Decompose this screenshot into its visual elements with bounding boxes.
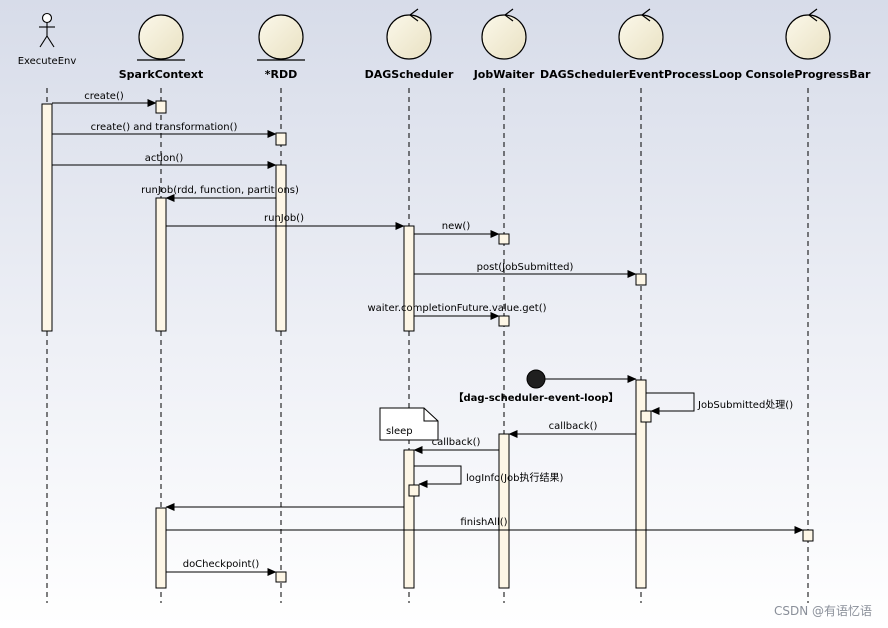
message-label-finishall: finishAll() — [460, 517, 507, 528]
message-label-waiter-get: waiter.completionFuture.value.get() — [367, 303, 546, 314]
activation-bar — [498, 233, 510, 245]
message-label-loginfo: logInfo(Job执行结果) — [466, 471, 563, 484]
message-label-create: create() — [84, 91, 124, 102]
message-label-post: post(JobSubmitted) — [477, 262, 574, 273]
activation-bar — [498, 433, 510, 589]
message-label-action: action() — [145, 153, 184, 164]
control-icon — [785, 8, 831, 60]
activation-bar — [41, 103, 53, 332]
self-message-arrow — [414, 465, 462, 488]
activation-bar — [802, 529, 814, 542]
activation-bar — [640, 410, 652, 423]
activation-bar — [408, 484, 420, 497]
activations — [41, 100, 814, 589]
message-label-runjob-rdd: runJob(rdd, function, partitions) — [141, 185, 299, 196]
actor-icon — [39, 12, 55, 48]
participant-spark-context: SparkContext — [119, 14, 204, 81]
activation-bar — [498, 315, 510, 327]
activation-bar — [275, 132, 287, 146]
control-icon — [481, 8, 527, 60]
activation-bar — [403, 225, 415, 332]
message-label-callback-jw: callback() — [432, 437, 481, 448]
message-label-create-transformation: create() and transformation() — [91, 122, 238, 133]
participant-event-process-loop: DAGSchedulerEventProcessLoop — [540, 8, 742, 81]
activation-bar — [635, 273, 647, 286]
participant-label: JobWaiter — [473, 68, 535, 81]
messages — [52, 99, 804, 576]
message-label-thread: 【dag-scheduler-event-loop】 — [453, 391, 618, 404]
note-sleep: sleep — [379, 407, 439, 441]
participant-console-progress-bar: ConsoleProgressBar — [746, 8, 872, 81]
participant-execute-env: ExecuteEnv — [18, 12, 77, 67]
message-label-docheckpoint: doCheckpoint() — [183, 559, 260, 570]
activation-bar — [275, 571, 287, 583]
participant-label: SparkContext — [119, 68, 204, 81]
participant-job-waiter: JobWaiter — [473, 8, 535, 81]
participant-label: ExecuteEnv — [18, 56, 77, 67]
participant-label: DAGScheduler — [365, 68, 454, 81]
activation-bar — [155, 197, 167, 332]
control-icon — [386, 8, 432, 60]
activation-bar — [635, 379, 647, 589]
note-text: sleep — [386, 426, 413, 437]
initial-node-icon — [526, 369, 546, 389]
activation-bar — [155, 507, 167, 589]
participant-label: ConsoleProgressBar — [746, 68, 872, 81]
watermark-text: CSDN @有语忆语 — [774, 604, 872, 618]
message-label-runjob: runJob() — [264, 213, 304, 224]
participant-dag-scheduler: DAGScheduler — [365, 8, 454, 81]
participant-rdd: *RDD — [257, 14, 305, 81]
message-label-callback-loop: callback() — [549, 421, 598, 432]
participant-label: *RDD — [265, 68, 297, 81]
message-label-jobsubmitted: JobSubmitted处理() — [697, 399, 793, 411]
activation-bar — [275, 164, 287, 332]
entity-icon — [137, 14, 185, 61]
activation-bar — [403, 449, 415, 589]
self-message-arrow — [646, 392, 695, 415]
activation-bar — [155, 100, 167, 114]
message-labels: create() create() and transformation() a… — [84, 91, 793, 570]
entity-icon — [257, 14, 305, 61]
message-label-new: new() — [442, 221, 471, 232]
participant-label: DAGSchedulerEventProcessLoop — [540, 68, 742, 81]
control-icon — [618, 8, 664, 60]
